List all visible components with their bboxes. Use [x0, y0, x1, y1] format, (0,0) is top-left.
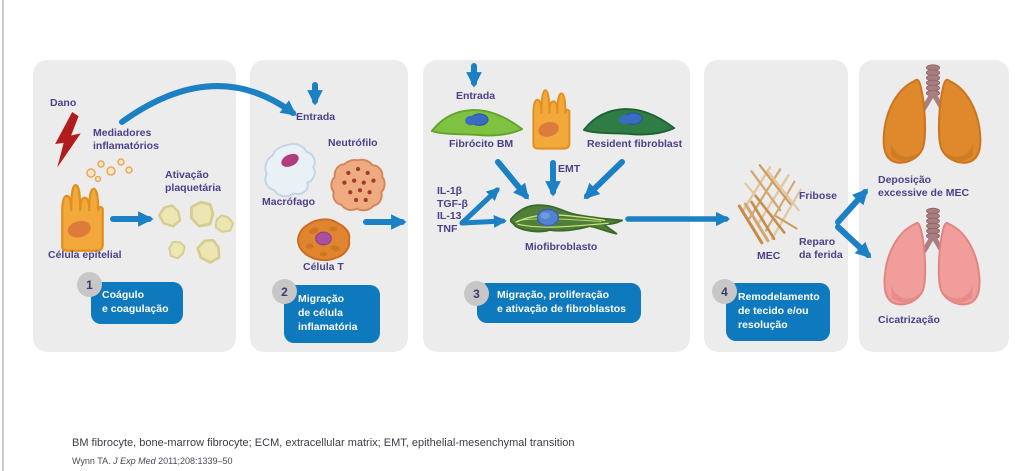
label-entrada-panel3: Entrada — [456, 90, 496, 102]
label-macrofago: Macrófago — [262, 196, 316, 208]
step-3-number: 3 — [464, 281, 489, 306]
epithelial-cell-icon — [527, 85, 575, 153]
label-fibrocito-bm: Fibrócito BM — [449, 138, 514, 150]
platelets-icon — [156, 198, 236, 267]
label-mediadores: Mediadores inflamatórios — [93, 127, 159, 152]
label-resident-fibroblast: Resident fibroblast — [587, 138, 683, 150]
left-edge-line — [2, 0, 4, 471]
epithelial-cell-icon — [55, 181, 109, 254]
label-emt: EMT — [558, 163, 581, 175]
label-neutrofilo: Neutrófilo — [328, 137, 378, 149]
step-4-number: 4 — [712, 279, 737, 304]
label-celula-t: Célula T — [303, 261, 344, 273]
neutrophil-icon — [330, 158, 386, 212]
lightning-bolt-icon — [55, 112, 81, 168]
inflammatory-mediator-bubbles-icon — [86, 158, 133, 182]
cytokine-list: IL-1β TGF-β IL-13 TNF — [437, 185, 468, 235]
label-deposicao-mec: Deposição excessive de MEC — [878, 174, 970, 199]
resident-fibroblast-icon — [582, 108, 676, 136]
step-1-number: 1 — [77, 272, 102, 297]
step-3-badge: Migração, proliferação e ativação de fib… — [477, 283, 641, 323]
myofibroblast-icon — [510, 204, 624, 235]
label-mec: MEC — [757, 250, 781, 262]
label-fribose: Fribose — [799, 190, 837, 202]
abbreviations-text: BM fibrocyte, bone-marrow fibrocyte; ECM… — [72, 437, 575, 449]
label-reparo-da-ferida: Reparo da ferida — [799, 236, 843, 261]
panel-5-outcomes — [859, 60, 1009, 352]
macrophage-icon — [264, 142, 316, 198]
label-celula-epitelial: Célula epitelial — [48, 249, 122, 261]
label-entrada-panel2: Entrada — [296, 111, 336, 123]
label-il1b: IL-1β — [437, 185, 463, 197]
label-tnf: TNF — [437, 222, 458, 235]
label-il13: IL-13 — [437, 210, 462, 223]
ecm-fiber-mesh-icon — [737, 164, 802, 245]
fibrotic-lungs-icon — [882, 64, 982, 164]
healthy-lungs-icon — [883, 207, 981, 306]
reference-citation: Wynn TA. J Exp Med 2011;208:1339–50 — [72, 456, 233, 466]
label-miofibroblasto: Miofibroblasto — [525, 241, 598, 253]
label-tgfb: TGF-β — [437, 197, 468, 210]
label-ativacao-plaquetaria: Ativação plaquetária — [165, 169, 222, 194]
label-dano: Dano — [50, 97, 77, 109]
t-cell-icon — [297, 218, 351, 262]
bm-fibrocyte-icon — [430, 109, 524, 137]
label-cicatrizacao: Cicatrização — [878, 314, 940, 326]
step-4-badge: Remodelamento de tecido e/ou resolução — [726, 283, 830, 341]
step-1-badge: Coágulo e coagulação — [91, 282, 183, 324]
step-2-badge: Migração de célula inflamatória — [284, 285, 380, 343]
step-2-number: 2 — [272, 279, 297, 304]
